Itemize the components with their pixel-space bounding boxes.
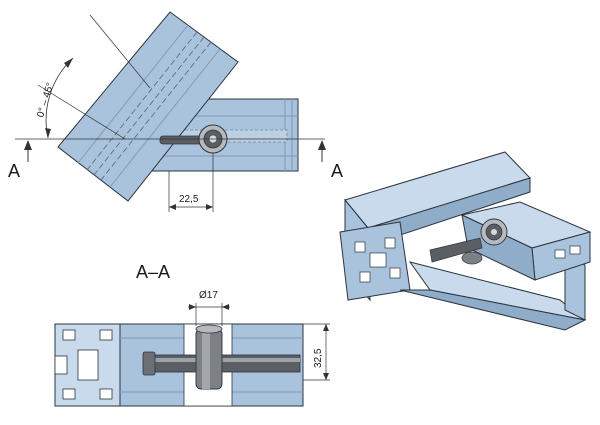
section-marker-left-label: A	[8, 161, 20, 181]
fastener-iso	[429, 218, 508, 265]
diameter-dimension-label: Ø17	[199, 290, 218, 301]
profile-cross-section	[54, 323, 121, 407]
top-view: 0° – 45° A A 22,5	[8, 11, 343, 212]
angle-range-label: 0° – 45°	[35, 81, 56, 118]
offset-dimension-label: 22,5	[179, 194, 199, 205]
section-view: Ø17 32,5	[54, 290, 330, 407]
angled-profile	[57, 11, 239, 202]
height-dimension: 32,5	[303, 323, 330, 381]
offset-dimension: 22,5	[168, 153, 214, 212]
isometric-view	[339, 151, 592, 331]
fastener-section	[142, 324, 301, 390]
diameter-dimension: Ø17	[188, 290, 230, 326]
height-dimension-label: 32,5	[313, 348, 324, 368]
section-marker-left: A	[8, 140, 32, 181]
section-marker-right-label: A	[331, 161, 343, 181]
section-title: A–A	[136, 262, 170, 282]
section-marker-right: A	[318, 140, 343, 181]
